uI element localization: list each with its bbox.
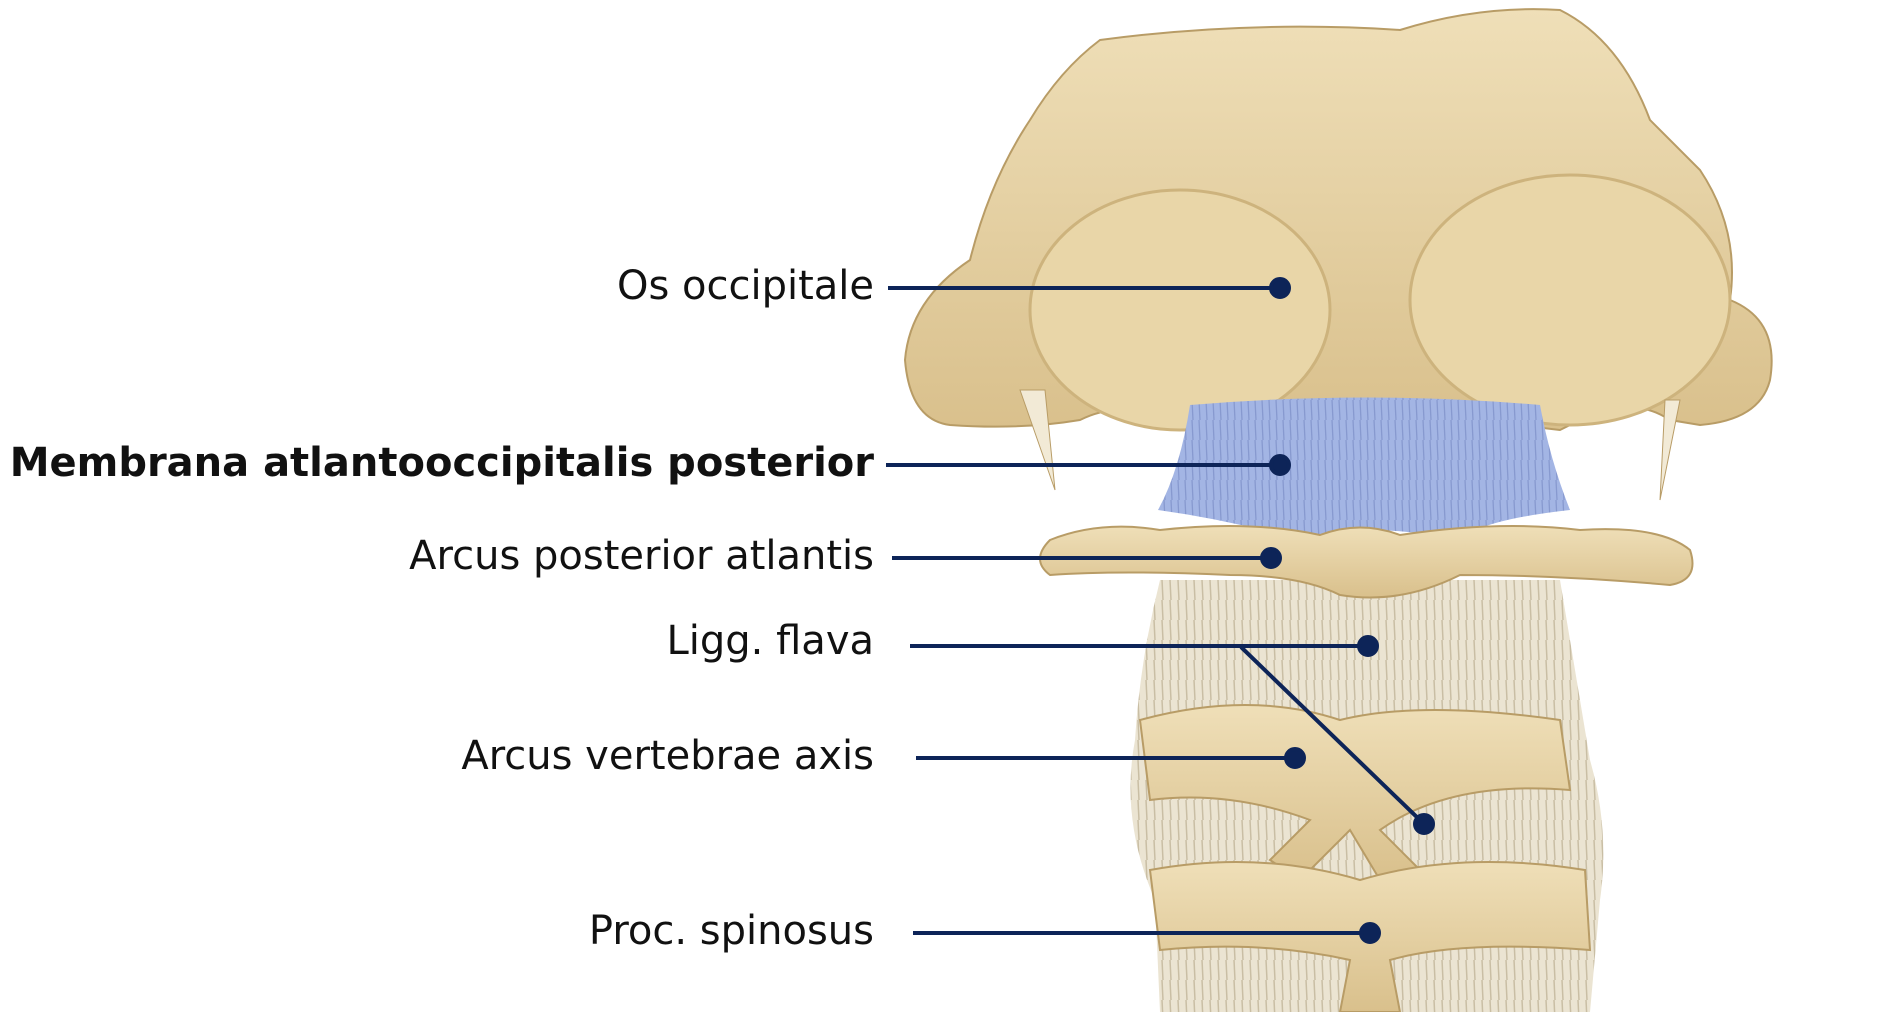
label-proc-spinosus: Proc. spinosus: [588, 908, 874, 954]
posterior-atlantooccipital-membrane: [1158, 397, 1570, 540]
label-arcus-posterior-atlantis: Arcus posterior atlantis: [409, 533, 874, 579]
atlas-posterior-arch: [1039, 525, 1694, 599]
leader-ligg-flava-branch: [1239, 645, 1426, 826]
axis-arch: [1138, 704, 1572, 882]
label-arcus-vertebrae-axis: Arcus vertebrae axis: [461, 733, 874, 779]
right-fossa: [1408, 173, 1732, 427]
left-fossa: [1028, 188, 1332, 432]
label-membrana-atlantooccipitalis-posterior: Membrana atlantooccipitalis posterior: [9, 440, 874, 486]
label-os-occipitale: Os occipitale: [616, 263, 874, 309]
label-ligg-flava: Ligg. flava: [666, 618, 875, 664]
leader-lines: [886, 277, 1435, 944]
